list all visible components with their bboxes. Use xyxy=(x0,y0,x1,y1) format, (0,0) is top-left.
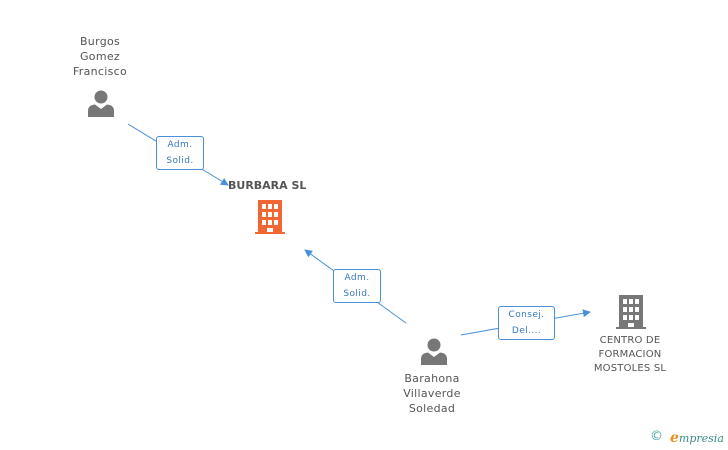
person-name-line: Gomez xyxy=(79,50,120,63)
edge-label-line: Solid. xyxy=(343,289,371,299)
company-icon-centro[interactable] xyxy=(616,295,646,329)
brand-logo-initial: e xyxy=(670,430,679,446)
edge-label-barahona-burbara: Adm. Solid. xyxy=(333,269,381,303)
company-title-burbara[interactable]: BURBARA SL xyxy=(228,179,307,192)
person-icon-burgos[interactable] xyxy=(88,90,114,118)
person-name-line: Francisco xyxy=(72,65,128,78)
brand-logo-rest: mpresia xyxy=(678,432,724,445)
person-name-burgos[interactable]: Burgos Gomez Francisco xyxy=(58,34,142,79)
edge-label-line: Del.... xyxy=(511,326,542,336)
edge-label-line: Adm. xyxy=(344,273,370,283)
person-name-line: Burgos xyxy=(79,35,121,48)
edge-label-line: Solid. xyxy=(166,156,194,166)
company-name-line: MOSTOLES SL xyxy=(593,363,667,374)
edge-label-line: Adm. xyxy=(167,140,193,150)
company-name-line: CENTRO DE xyxy=(599,335,661,346)
edge-label-burgos-burbara: Adm. Solid. xyxy=(156,136,204,170)
person-name-line: Barahona xyxy=(404,372,460,385)
brand-logo[interactable]: empresia xyxy=(670,430,724,446)
company-name-centro[interactable]: CENTRO DE FORMACION MOSTOLES SL xyxy=(582,334,678,376)
person-name-line: Soledad xyxy=(408,402,456,415)
company-name-line: FORMACION xyxy=(598,349,662,360)
person-name-barahona[interactable]: Barahona Villaverde Soledad xyxy=(390,371,474,416)
edge-label-barahona-centro: Consej. Del.... xyxy=(498,306,555,340)
person-icon-barahona[interactable] xyxy=(421,338,447,366)
edge-label-line: Consej. xyxy=(508,310,545,320)
person-name-line: Villaverde xyxy=(403,387,461,400)
company-icon-burbara[interactable] xyxy=(255,200,285,234)
copyright-symbol: © xyxy=(650,429,663,444)
